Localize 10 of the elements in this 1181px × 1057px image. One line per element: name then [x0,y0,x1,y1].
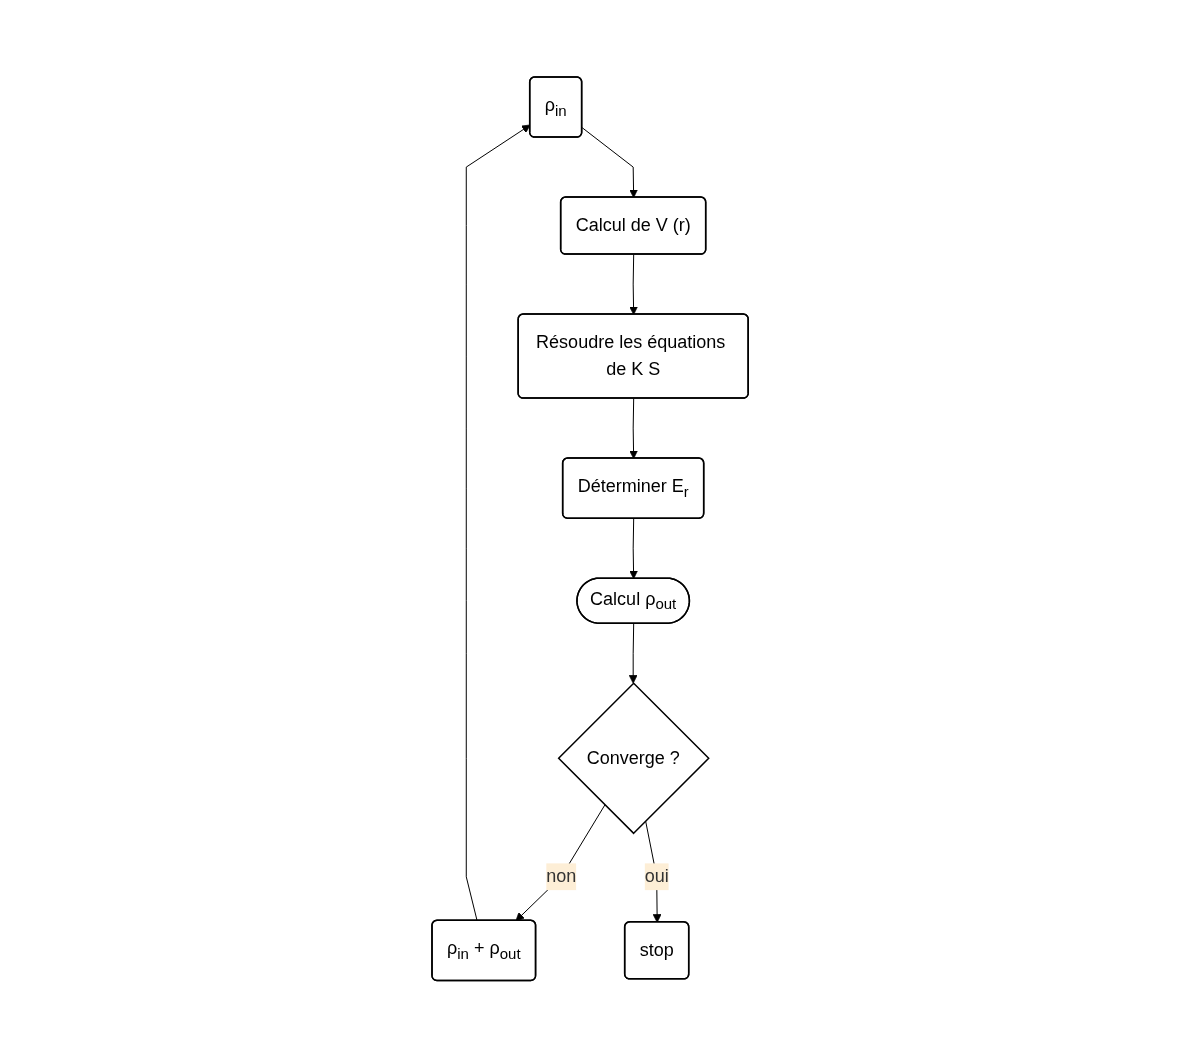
arrow [629,517,639,579]
arrow [629,397,639,459]
node-diamond: Converge ? [558,682,711,835]
edge-label: non [546,866,577,887]
edge-label: oui [645,866,670,887]
arrow [515,804,606,921]
arrow [466,124,531,922]
arrow [629,253,639,315]
arrow [582,126,639,198]
arrow [629,623,638,684]
